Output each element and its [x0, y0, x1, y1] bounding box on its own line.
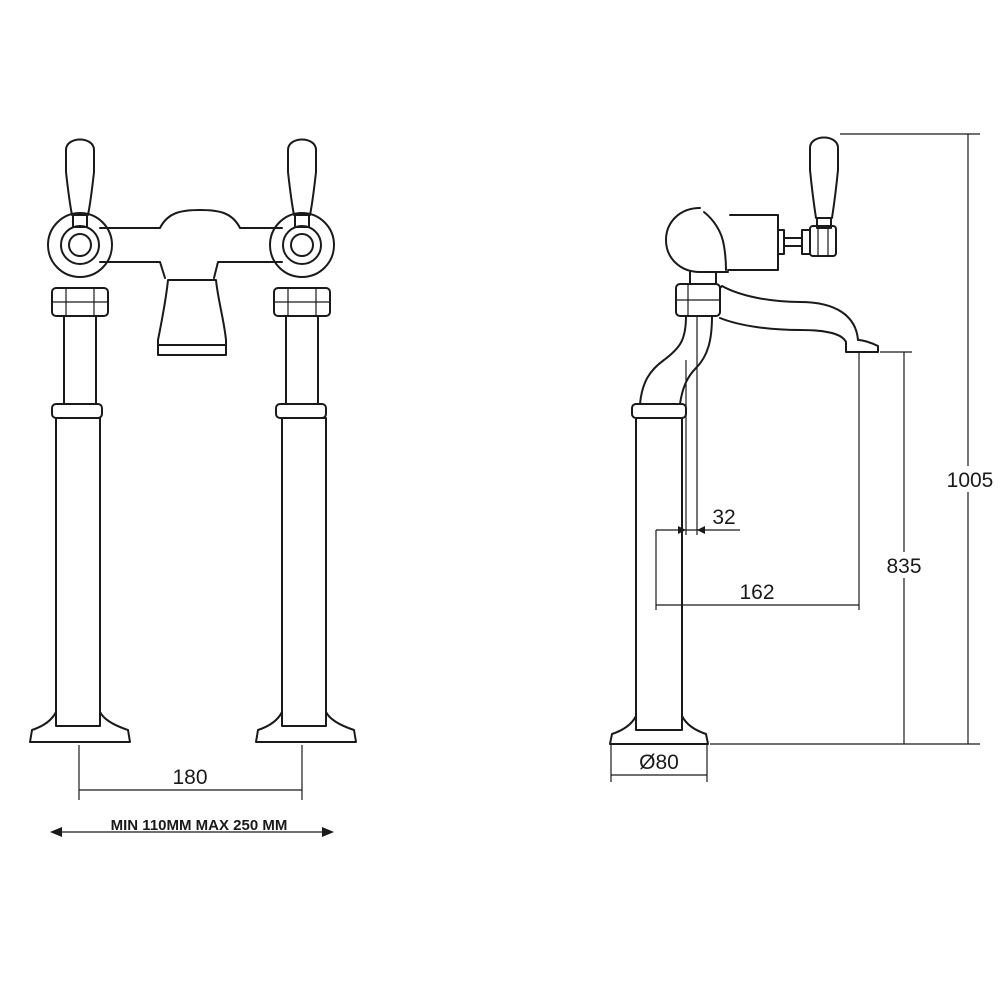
right-lower-leg [281, 417, 327, 727]
left-hex-nut [51, 287, 109, 317]
side-lever-handle [809, 136, 839, 229]
side-shroud-ring [631, 403, 687, 419]
right-floor-flange [255, 711, 357, 743]
reach-dimension: 162 [656, 581, 859, 606]
side-floor-flange [609, 715, 709, 745]
base-diameter-dimension: Ø80 [610, 745, 708, 782]
total-height-dimension-label: 1005 [947, 469, 994, 492]
left-floor-flange [29, 711, 131, 743]
central-spout [157, 279, 227, 356]
reach-dimension-label: 162 [739, 581, 774, 604]
front-view: 180 MIN 110MM MAX 250 MM [29, 138, 357, 837]
right-shroud-ring [275, 403, 327, 419]
side-spout [719, 285, 879, 353]
side-spindle [777, 225, 837, 257]
side-lower-leg [635, 417, 683, 731]
left-valve-hub [47, 212, 113, 278]
offset-dimension: 32 [656, 506, 740, 534]
offset-dimension-label: 32 [712, 506, 735, 529]
side-swan-pipe [639, 315, 713, 405]
spacing-dimension-label: 180 [172, 766, 207, 789]
spout-height-dimension-label: 835 [886, 555, 921, 578]
spacing-dimension: 180 [78, 745, 303, 800]
total-height-dimension: 1005 [942, 134, 996, 744]
range-note-label: MIN 110MM MAX 250 MM [111, 817, 288, 834]
side-view: 32 162 835 1005 Ø80 [609, 133, 996, 782]
side-body-curve [703, 211, 727, 271]
valve-body-bridge [99, 209, 283, 279]
right-upper-pipe [285, 315, 319, 405]
right-hex-nut [273, 287, 331, 317]
range-note: MIN 110MM MAX 250 MM [50, 817, 334, 837]
base-diameter-dimension-label: Ø80 [639, 751, 679, 774]
side-hex-nut [675, 283, 721, 317]
left-upper-pipe [63, 315, 97, 405]
spout-height-dimension: 835 [880, 352, 928, 744]
left-shroud-ring [51, 403, 103, 419]
left-lower-leg [55, 417, 101, 727]
right-valve-hub [269, 212, 335, 278]
